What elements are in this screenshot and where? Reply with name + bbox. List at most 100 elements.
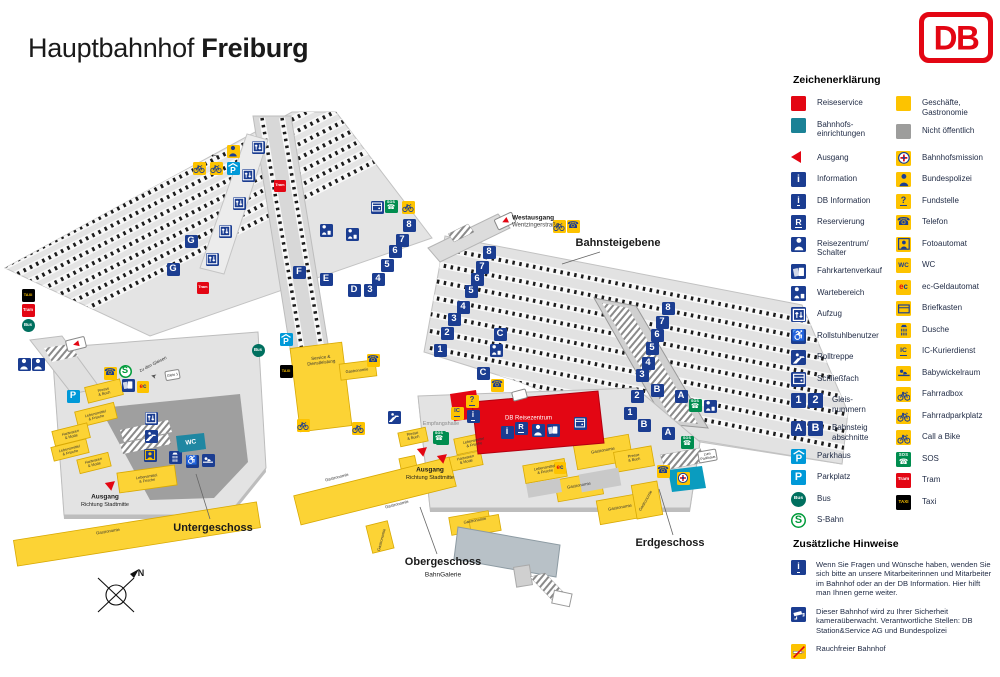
- legend-item: Briefkasten: [896, 301, 997, 317]
- telefon-icon: ☎: [103, 366, 117, 380]
- letter-icon: C: [476, 366, 490, 380]
- legend-item-icons: [896, 408, 913, 424]
- parkhaus-icon: P: [226, 161, 240, 175]
- num-icon: 7: [395, 233, 409, 247]
- pointer-lines: [195, 251, 674, 555]
- map-label: Untergeschoss: [173, 521, 253, 534]
- legend-item: Call a Bike: [896, 430, 997, 446]
- legend-item: Aufzug: [791, 307, 892, 323]
- svg-text:P: P: [283, 336, 289, 345]
- fahrradpark-icon: [896, 408, 911, 424]
- num-icon: 8: [402, 218, 416, 232]
- map-label: Bahnsteigebene: [575, 236, 661, 249]
- parkhaus-icon: P: [791, 448, 806, 464]
- reserv-icon: R: [514, 421, 528, 435]
- legend-item-icons: i: [791, 193, 808, 209]
- legend-item-icons: S: [791, 513, 808, 529]
- legend-item-icons: [896, 123, 913, 139]
- map-label: ←: [209, 146, 221, 161]
- legend-item-label: Reiseservice: [817, 98, 863, 107]
- legend-item: Ausgang: [791, 150, 892, 166]
- nicht-oeffentlich-swatch-icon: [896, 123, 911, 139]
- callabike-icon: [296, 418, 310, 432]
- num-icon: 1: [791, 393, 806, 409]
- legend-item-icons: i: [791, 172, 808, 188]
- num-icon: 4: [371, 272, 385, 286]
- legend-item-icons: P: [791, 470, 808, 486]
- legend-item: Dusche: [896, 322, 997, 338]
- stairs-stub: [512, 564, 534, 588]
- legend-item-label: Dusche: [922, 324, 950, 334]
- legend-item-label: Fahrradparkplatz: [922, 410, 983, 420]
- parkplatz-icon: P: [66, 389, 80, 403]
- svg-text:P: P: [795, 454, 802, 463]
- geschaefte-swatch-icon: [896, 96, 911, 111]
- map-label: Richtung Stadtmitte: [81, 501, 129, 508]
- legend-item-icons: SOS☎: [896, 451, 913, 467]
- telefon-icon: ☎: [366, 353, 380, 367]
- ug-escalator-ramp2: [120, 434, 171, 454]
- num-icon: 5: [464, 284, 478, 298]
- legend-item: Wartebereich: [791, 285, 892, 301]
- sos-icon: SOS☎: [680, 435, 694, 449]
- notes-title: Zusätzliche Hinweise: [793, 538, 899, 550]
- map-label: Richtung Stadtmitte: [406, 474, 454, 481]
- aufzug-icon: [232, 196, 246, 210]
- rolltreppe-icon: [144, 429, 158, 443]
- page-title-prefix: Hauptbahnhof: [28, 33, 202, 63]
- legend-item-icons: [791, 285, 808, 301]
- legend-item-label: Telefon: [922, 217, 948, 227]
- taxi-icon: TAXI: [279, 364, 293, 378]
- legend-item-icons: R: [791, 215, 808, 231]
- legend-item-label: Fotoautomat: [922, 238, 967, 248]
- legend-item-icons: [791, 96, 808, 111]
- bahnhofseinrichtungen-swatch-icon: [791, 117, 806, 133]
- letter-icon: D: [347, 283, 361, 297]
- map-label: N: [137, 567, 145, 578]
- legend-item-icons: [896, 322, 913, 338]
- fahrradbox-icon: [401, 200, 415, 214]
- num-icon: 2: [440, 326, 454, 340]
- num-icon: 8: [661, 301, 675, 315]
- callabike-icon: [896, 430, 911, 446]
- bus-icon: Bus: [21, 318, 35, 332]
- fahrradpark-icon: [192, 161, 206, 175]
- fahrradpark-icon: [351, 421, 365, 435]
- gray-sub-blocks: [526, 467, 622, 498]
- num-icon: 3: [635, 368, 649, 382]
- info-icon: i: [791, 172, 806, 188]
- legend-item: Reiseservice: [791, 96, 892, 111]
- wartebereich-icon: [319, 223, 333, 237]
- info-icon: i: [500, 425, 514, 439]
- map-label: Westausgang: [512, 214, 555, 222]
- map-label: BahnGalerie: [424, 571, 462, 579]
- schalter-icon: [531, 423, 545, 437]
- legend-item-label: Nicht öffentlich: [922, 125, 975, 135]
- letter-icon: F: [292, 265, 306, 279]
- legend-item-icons: [896, 172, 913, 188]
- legend-item-label: Call a Bike: [922, 432, 961, 442]
- legend-item-label: WC: [922, 260, 936, 270]
- num-icon: 3: [447, 312, 461, 326]
- dusche-icon: [168, 450, 182, 464]
- note-item-text: Dieser Bahnhof wird zu Ihrer Sicherheit …: [816, 606, 973, 635]
- aufzug-icon: [791, 307, 806, 323]
- legend-item-label: Schließfach: [817, 373, 859, 383]
- telefon-icon: ☎: [656, 464, 670, 478]
- num-icon: 6: [650, 328, 664, 342]
- rollstuhl-icon: ♿: [791, 328, 806, 344]
- fahrradbox-icon: [896, 387, 911, 403]
- telefon-icon: ☎: [490, 378, 504, 392]
- num-icon: 3: [363, 283, 377, 297]
- wcblock-icon: WC: [177, 433, 205, 453]
- dbinfo-icon: i: [466, 409, 480, 423]
